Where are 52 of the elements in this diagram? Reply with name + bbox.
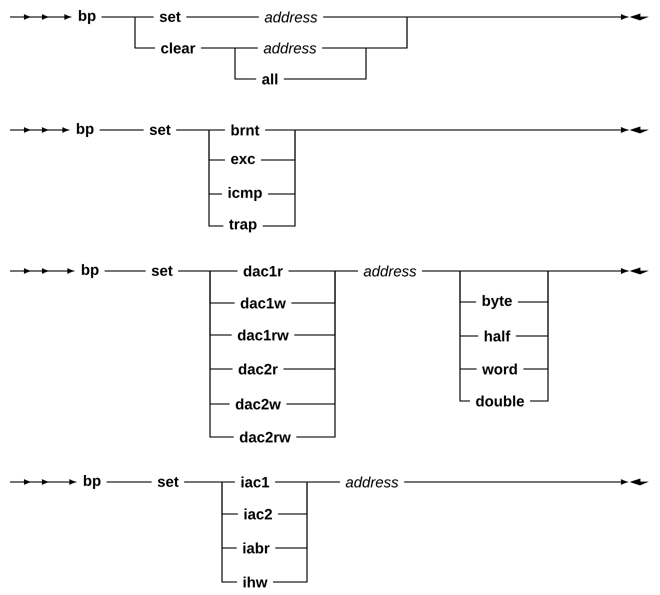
syntax-line xyxy=(178,270,234,438)
syntax-line xyxy=(100,129,144,131)
keyword-text: dac2r xyxy=(238,364,278,374)
keyword-text: dac2rw xyxy=(240,432,291,442)
keyword-text: icmp xyxy=(228,187,262,201)
syntax-line xyxy=(10,127,69,133)
syntax-line xyxy=(106,481,152,483)
keyword-text: iac2 xyxy=(244,508,272,520)
syntax-line xyxy=(10,268,74,274)
keyword-text: set xyxy=(152,266,173,276)
keyword-text: double xyxy=(476,396,524,406)
syntax-line xyxy=(104,270,146,272)
keyword-text: ihw xyxy=(244,576,268,588)
keyword-text: half xyxy=(484,330,510,342)
syntax-line xyxy=(273,481,340,583)
syntax-line xyxy=(262,127,628,227)
syntax-line xyxy=(422,270,470,402)
syntax-line xyxy=(284,14,628,80)
keyword-text: byte xyxy=(482,295,512,309)
syntax-line xyxy=(10,479,76,485)
keyword-text: iabr xyxy=(243,542,270,554)
keyword-text: iac1 xyxy=(242,476,270,488)
parameter-text: address xyxy=(264,12,318,22)
keyword-text: word xyxy=(482,364,517,374)
keyword-text: set xyxy=(160,12,181,22)
keyword-text: bp xyxy=(76,123,94,137)
keyword-text: dac1rw xyxy=(238,330,289,340)
syntax-line xyxy=(530,268,628,402)
keyword-text: bp xyxy=(82,264,99,278)
syntax-line xyxy=(184,481,237,583)
syntax-line xyxy=(296,270,358,438)
keyword-text: set xyxy=(150,125,171,135)
syntax-line xyxy=(404,479,628,485)
keyword-text: set xyxy=(158,477,179,487)
keyword-text: clear xyxy=(161,42,196,54)
keyword-text: brnt xyxy=(231,124,260,136)
syntax-line xyxy=(201,47,256,80)
syntax-line xyxy=(10,14,71,20)
keyword-text: bp xyxy=(84,475,101,489)
keyword-text: trap xyxy=(229,220,256,232)
keyword-text: exc xyxy=(231,156,256,164)
keyword-text: dac2w xyxy=(236,398,281,410)
syntax-line xyxy=(176,129,224,227)
keyword-text: dac1w xyxy=(240,298,286,308)
parameter-text: address xyxy=(364,266,416,276)
syntax-line xyxy=(186,16,259,18)
parameter-text: address xyxy=(264,42,316,54)
keyword-text: bp xyxy=(78,10,96,24)
keyword-text: dac1r xyxy=(244,266,283,276)
parameter-text: address xyxy=(346,476,398,488)
syntax-line xyxy=(102,16,155,49)
keyword-text: all xyxy=(262,74,278,84)
